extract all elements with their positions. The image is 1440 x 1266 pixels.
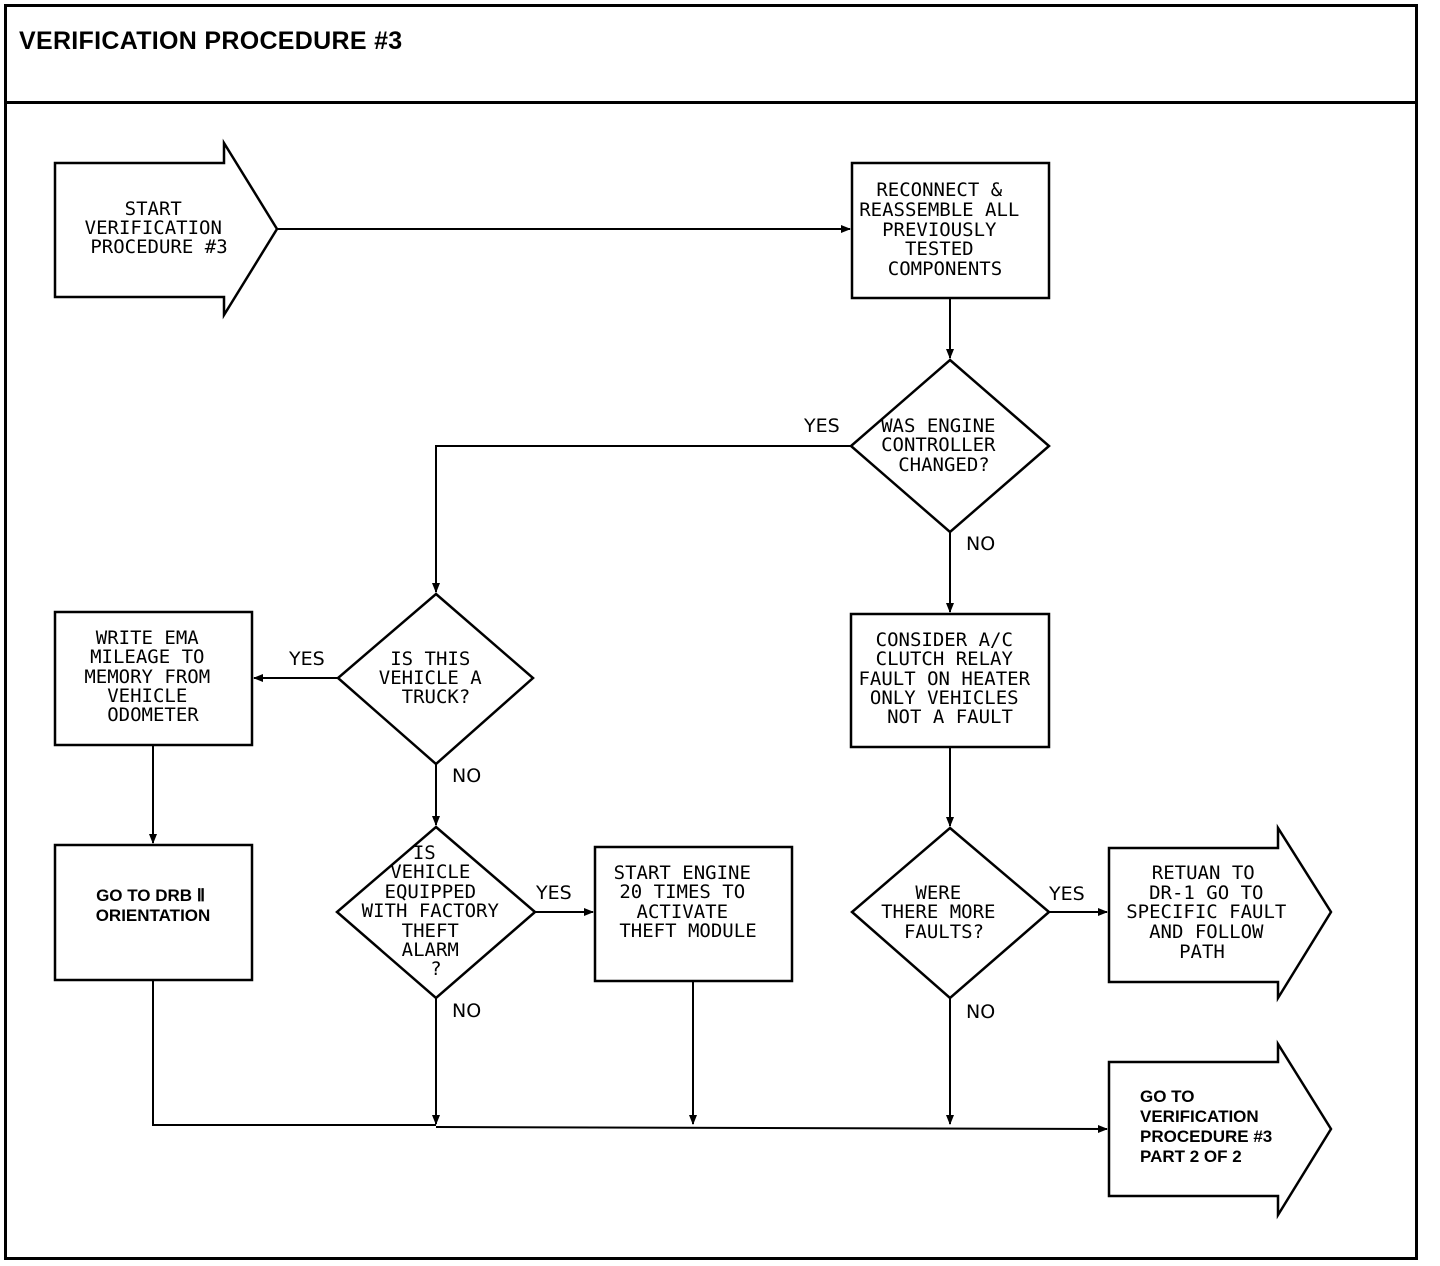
- is-truck-text: IS THIS VEHICLE A TRUCK?: [379, 648, 493, 708]
- goto-part2-text: GO TO VERIFICATION PROCEDURE #3 PART 2 O…: [1140, 1087, 1277, 1166]
- theft-alarm-text: IS VEHICLE EQUIPPED WITH FACTORY THEFT A…: [362, 842, 511, 980]
- drb-text: GO TO DRB Ⅱ ORIENTATION: [96, 886, 211, 925]
- label-theft-no: NO: [452, 1000, 481, 1022]
- label-faults-yes: YES: [1048, 883, 1085, 905]
- diagram-frame: VERIFICATION PROCEDURE #3: [4, 4, 1418, 1260]
- label-theft-yes: YES: [535, 882, 572, 904]
- return-dr1-text: RETUAN TO DR-1 GO TO SPECIFIC FAULT AND …: [1126, 862, 1298, 963]
- label-faults-no: NO: [966, 1001, 995, 1023]
- label-truck-no: NO: [452, 765, 481, 787]
- label-truck-yes: YES: [288, 648, 325, 670]
- return-dr1-arrow-shape: [1107, 823, 1333, 1003]
- start-engine-text: START ENGINE 20 TIMES TO ACTIVATE THEFT …: [614, 862, 763, 942]
- goto-part2-arrow-shape: [1107, 1039, 1333, 1220]
- label-engine-no: NO: [966, 533, 995, 555]
- start-text: START VERIFICATION PROCEDURE #3: [85, 198, 234, 258]
- reconnect-text: RECONNECT & REASSEMBLE ALL PREVIOUSLY TE…: [859, 179, 1031, 280]
- start-arrow-shape: [53, 138, 279, 320]
- write-ema-text: WRITE EMA MILEAGE TO MEMORY FROM VEHICLE…: [84, 627, 221, 726]
- more-faults-text: WERE THERE MORE FAULTS?: [881, 882, 1007, 943]
- connector-engine-yes: [432, 445, 851, 593]
- engine-changed-text: WAS ENGINE CONTROLLER CHANGED?: [881, 415, 1007, 476]
- connector-drb-to-bus: [152, 980, 436, 1126]
- header-bar: VERIFICATION PROCEDURE #3: [7, 7, 1415, 104]
- connector-bus-to-part2: [435, 1124, 1108, 1133]
- label-engine-yes: YES: [803, 415, 840, 437]
- consider-ac-text: CONSIDER A/C CLUTCH RELAY FAULT ON HEATE…: [858, 629, 1041, 728]
- page-title: VERIFICATION PROCEDURE #3: [19, 27, 403, 55]
